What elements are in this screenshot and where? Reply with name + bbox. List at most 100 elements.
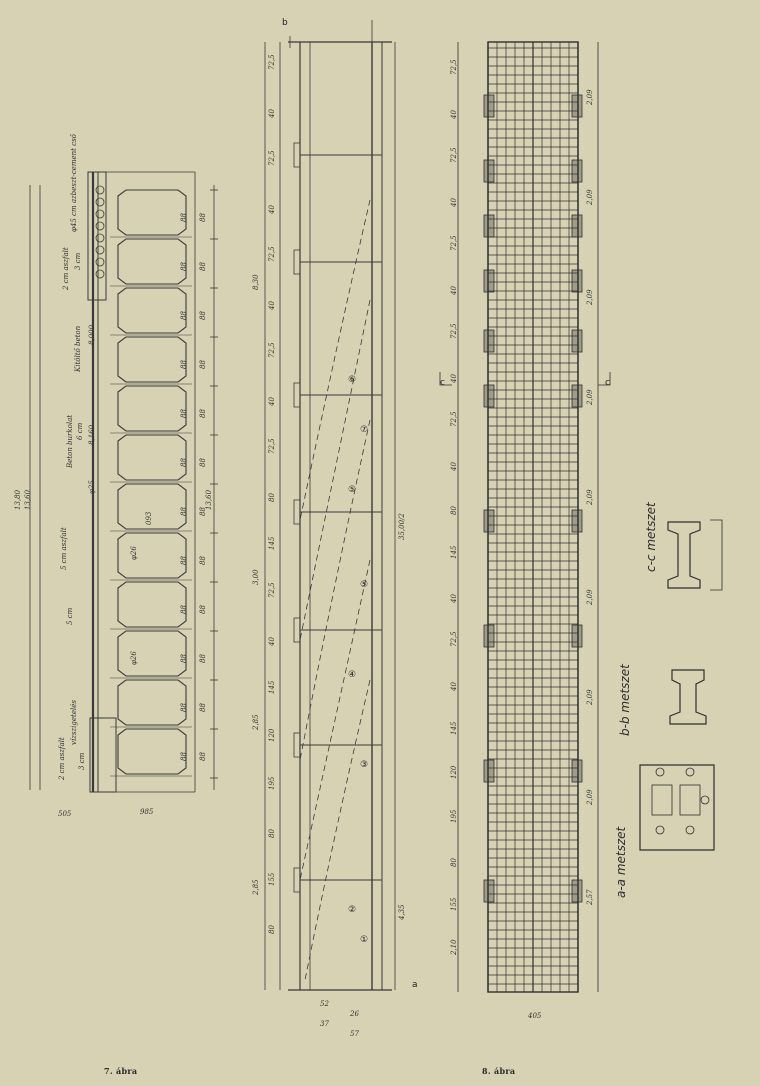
dim-left-chain: 72,5: [268, 150, 276, 166]
section-aa-bar-marker: [655, 767, 665, 777]
dim-209-chain: 2,09: [586, 789, 594, 805]
anchor-plate: [483, 329, 495, 353]
pipe-circle: [95, 245, 105, 255]
dim-left-chain: 40: [268, 109, 276, 118]
bottom-dim-985: 985: [140, 808, 154, 816]
anchor-plate: [571, 269, 583, 293]
section-mark-a: a: [412, 980, 418, 990]
dim-left-chain: 155: [268, 872, 276, 886]
hollow-block-void: [117, 630, 187, 677]
bar-number-marker: ④: [348, 670, 357, 680]
dim-left-chain: 80: [450, 858, 458, 867]
anchor-plate: [483, 384, 495, 408]
dim-left-chain: 72,5: [450, 631, 458, 647]
bottom-dim: 405: [528, 1012, 542, 1020]
rib-bracket: [293, 732, 301, 758]
hollow-block-void: [117, 728, 187, 775]
bent-bar-5: [299, 419, 371, 761]
pipe-circle: [95, 209, 105, 219]
bottom-dim: 52: [320, 1000, 329, 1008]
anchor-plate: [571, 509, 583, 533]
anchor-plate: [571, 384, 583, 408]
bar-number-marker: ③: [360, 760, 369, 770]
dim-285: 2,85: [252, 714, 260, 730]
section-mark-b: b: [282, 18, 288, 28]
section-c-marker-left: [439, 372, 452, 386]
dim-left-chain: 72,5: [450, 59, 458, 75]
figure-7-caption: 7. ábra: [104, 1066, 138, 1076]
dim-88-outer: 88: [199, 605, 207, 614]
bent-bar-4: [299, 559, 371, 881]
dim-88-inner: 88: [180, 409, 188, 418]
note-6cm: 6 cm: [76, 422, 84, 440]
dim-88-inner: 88: [180, 556, 188, 565]
dim-8160: 8,160: [88, 424, 96, 445]
dim-88-inner: 88: [180, 458, 188, 467]
bottom-dim: 26: [350, 1010, 359, 1018]
note-5cm: 5 cm: [66, 607, 74, 625]
anchor-plate: [483, 624, 495, 648]
dim-88-outer: 88: [199, 556, 207, 565]
dim-left-chain: 80: [268, 829, 276, 838]
dim-left-chain: 72,5: [450, 411, 458, 427]
dim-left-chain: 80: [450, 506, 458, 515]
dim-left-chain: 72,5: [450, 147, 458, 163]
note-d26: φ26: [130, 651, 138, 665]
dim-88-outer: 88: [199, 262, 207, 271]
dim-3500-half: 35,00/2: [398, 513, 406, 540]
section-title-cc: c-c metszet: [644, 502, 658, 572]
section-title-bb: b-b metszet: [618, 664, 632, 736]
bottom-dim: 57: [350, 1030, 359, 1038]
note-waterproofing: vízszigetelés: [70, 700, 78, 745]
bent-bar-7: [299, 299, 371, 641]
dim-88-inner: 88: [180, 654, 188, 663]
section-c-marker-right: [598, 372, 611, 386]
figure-8-caption: 8. ábra: [482, 1066, 516, 1076]
dim-88-inner: 88: [180, 752, 188, 761]
bar-number-marker: ⑤: [360, 580, 369, 590]
pipe-circle: [95, 257, 105, 267]
dim-left-chain: 72,5: [268, 342, 276, 358]
dim-209-chain: 2,09: [586, 389, 594, 405]
pipe-circle: [95, 221, 105, 231]
note-d25: φ25: [88, 480, 96, 494]
section-bb-beam: [669, 669, 707, 725]
dim-left-chain: 120: [450, 765, 458, 779]
bar-number-marker: ②: [348, 905, 357, 915]
dim-left-chain: 40: [268, 205, 276, 214]
figure-8-beam-elevation: [264, 20, 396, 991]
dim-88-outer: 88: [199, 311, 207, 320]
dim-left-chain: 195: [450, 809, 458, 823]
dim-88-outer: 88: [199, 360, 207, 369]
note-d26b: φ26: [130, 546, 138, 560]
dim-left-chain: 40: [268, 637, 276, 646]
section-aa-void-2: [679, 784, 701, 816]
dim-left-chain: 40: [450, 682, 458, 691]
dim-209-chain: 2,09: [586, 689, 594, 705]
hollow-block-void: [117, 189, 187, 236]
dim-88-inner: 88: [180, 262, 188, 271]
note-asphalt-2: 2 cm aszfalt: [58, 737, 66, 780]
dim-88-inner: 88: [180, 605, 188, 614]
section-cc-i-beam: [667, 521, 701, 589]
bent-bar-6: [299, 199, 371, 521]
dim-88-outer: 88: [199, 752, 207, 761]
dim-left-chain: 40: [268, 301, 276, 310]
dim-left-chain: 2,10: [450, 939, 458, 955]
overall-dim-1360: 13,60: [24, 489, 32, 510]
section-mark-c-left: c: [440, 378, 445, 388]
hollow-block-void: [117, 287, 187, 334]
bar-number-marker: ⑦: [360, 425, 369, 435]
dim-left-chain: 72,5: [268, 246, 276, 262]
section-aa-bar-marker: [655, 825, 665, 835]
dim-left-chain: 40: [450, 198, 458, 207]
dim-left-chain: 40: [450, 594, 458, 603]
dim-left-chain: 80: [268, 925, 276, 934]
dim-left-chain: 120: [268, 728, 276, 742]
rib-bracket: [293, 249, 301, 275]
bottom-curb-block: [89, 717, 117, 793]
dim-88-inner: 88: [180, 507, 188, 516]
section-aa-outline: [639, 764, 715, 851]
dim-88-inner: 88: [180, 311, 188, 320]
